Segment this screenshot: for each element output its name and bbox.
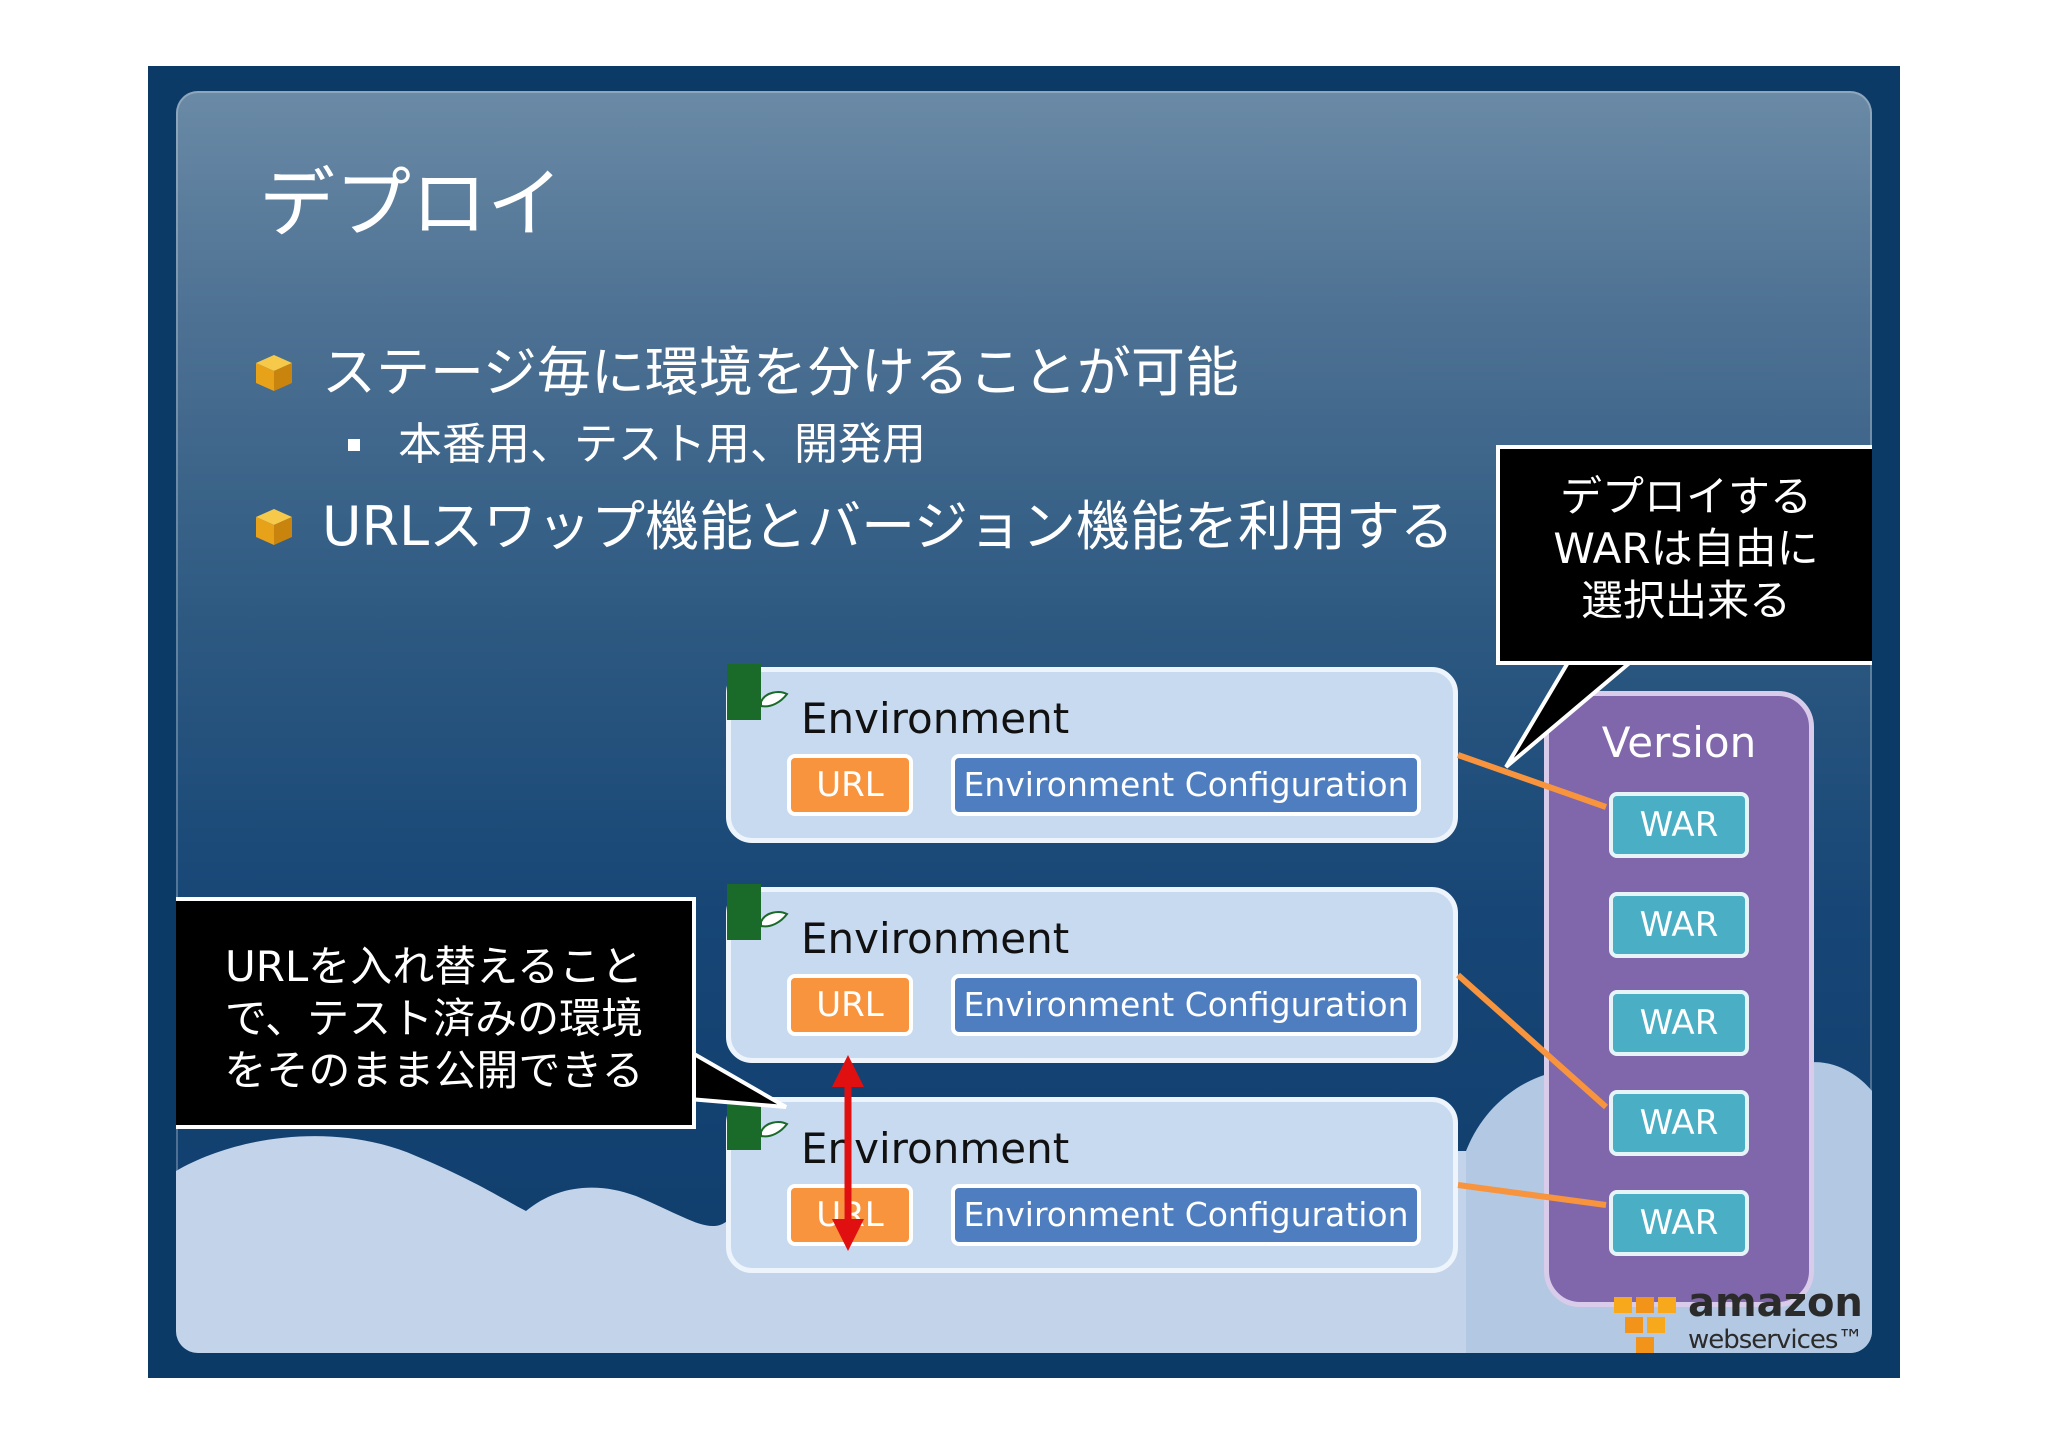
environment-configuration: Environment Configuration [951, 974, 1421, 1036]
cube-icon [256, 355, 292, 391]
version-label: Version [1601, 718, 1757, 767]
bullet-text: ステージ毎に環境を分けることが可能 [322, 341, 1239, 404]
callout-line: URLを入れ替えること [224, 942, 644, 991]
environment-label: Environment [801, 914, 1070, 963]
aws-sub: webservices™ [1688, 1325, 1863, 1353]
bullet-text: URLスワップ機能とバージョン機能を利用する [322, 495, 1455, 558]
url-button: URL [787, 754, 913, 816]
version-panel: Version WAR WAR WAR WAR WAR [1544, 691, 1814, 1307]
war-item: WAR [1609, 892, 1749, 958]
url-button: URL [787, 1184, 913, 1246]
war-item: WAR [1609, 990, 1749, 1056]
environment-configuration: Environment Configuration [951, 754, 1421, 816]
beanstalk-leaf-icon [727, 1094, 789, 1150]
swap-callout: URLを入れ替えること で、テスト済みの環境 をそのまま公開できる [176, 897, 696, 1129]
war-item: WAR [1609, 1190, 1749, 1256]
slide-title: デプロイ [259, 159, 563, 248]
callout-line: をそのまま公開できる [224, 1046, 644, 1095]
war-item: WAR [1609, 1090, 1749, 1156]
callout-line: で、テスト済みの環境 [224, 994, 644, 1043]
sub-bullet-text: 本番用、テスト用、開発用 [398, 419, 926, 470]
beanstalk-leaf-icon [727, 664, 789, 720]
slide-panel: デプロイ ステージ毎に環境を分けることが可能 本番用、テスト用、開発用 URLス… [176, 91, 1872, 1353]
environment-box: Environment URL Environment Configuratio… [726, 664, 1458, 843]
aws-brand: amazon [1688, 1280, 1863, 1326]
war-item: WAR [1609, 792, 1749, 858]
cube-icon [256, 509, 292, 545]
environment-configuration: Environment Configuration [951, 1184, 1421, 1246]
environment-box: Environment URL Environment Configuratio… [726, 884, 1458, 1063]
aws-logo: amazon webservices™ [1608, 1281, 1868, 1353]
beanstalk-leaf-icon [727, 884, 789, 940]
environment-box: Environment URL Environment Configuratio… [726, 1094, 1458, 1273]
url-button: URL [787, 974, 913, 1036]
slide-frame: デプロイ ステージ毎に環境を分けることが可能 本番用、テスト用、開発用 URLス… [148, 66, 1900, 1378]
aws-cubes-icon [1614, 1297, 1676, 1353]
sub-bullet-marker [348, 439, 360, 451]
environment-label: Environment [801, 694, 1070, 743]
callout-line: WARは自由に [1553, 524, 1819, 573]
callout-line: デプロイする [1559, 472, 1812, 521]
deploy-callout: デプロイする WARは自由に 選択出来る [1496, 445, 1872, 665]
callout-line: 選択出来る [1580, 576, 1791, 625]
environment-label: Environment [801, 1124, 1070, 1173]
